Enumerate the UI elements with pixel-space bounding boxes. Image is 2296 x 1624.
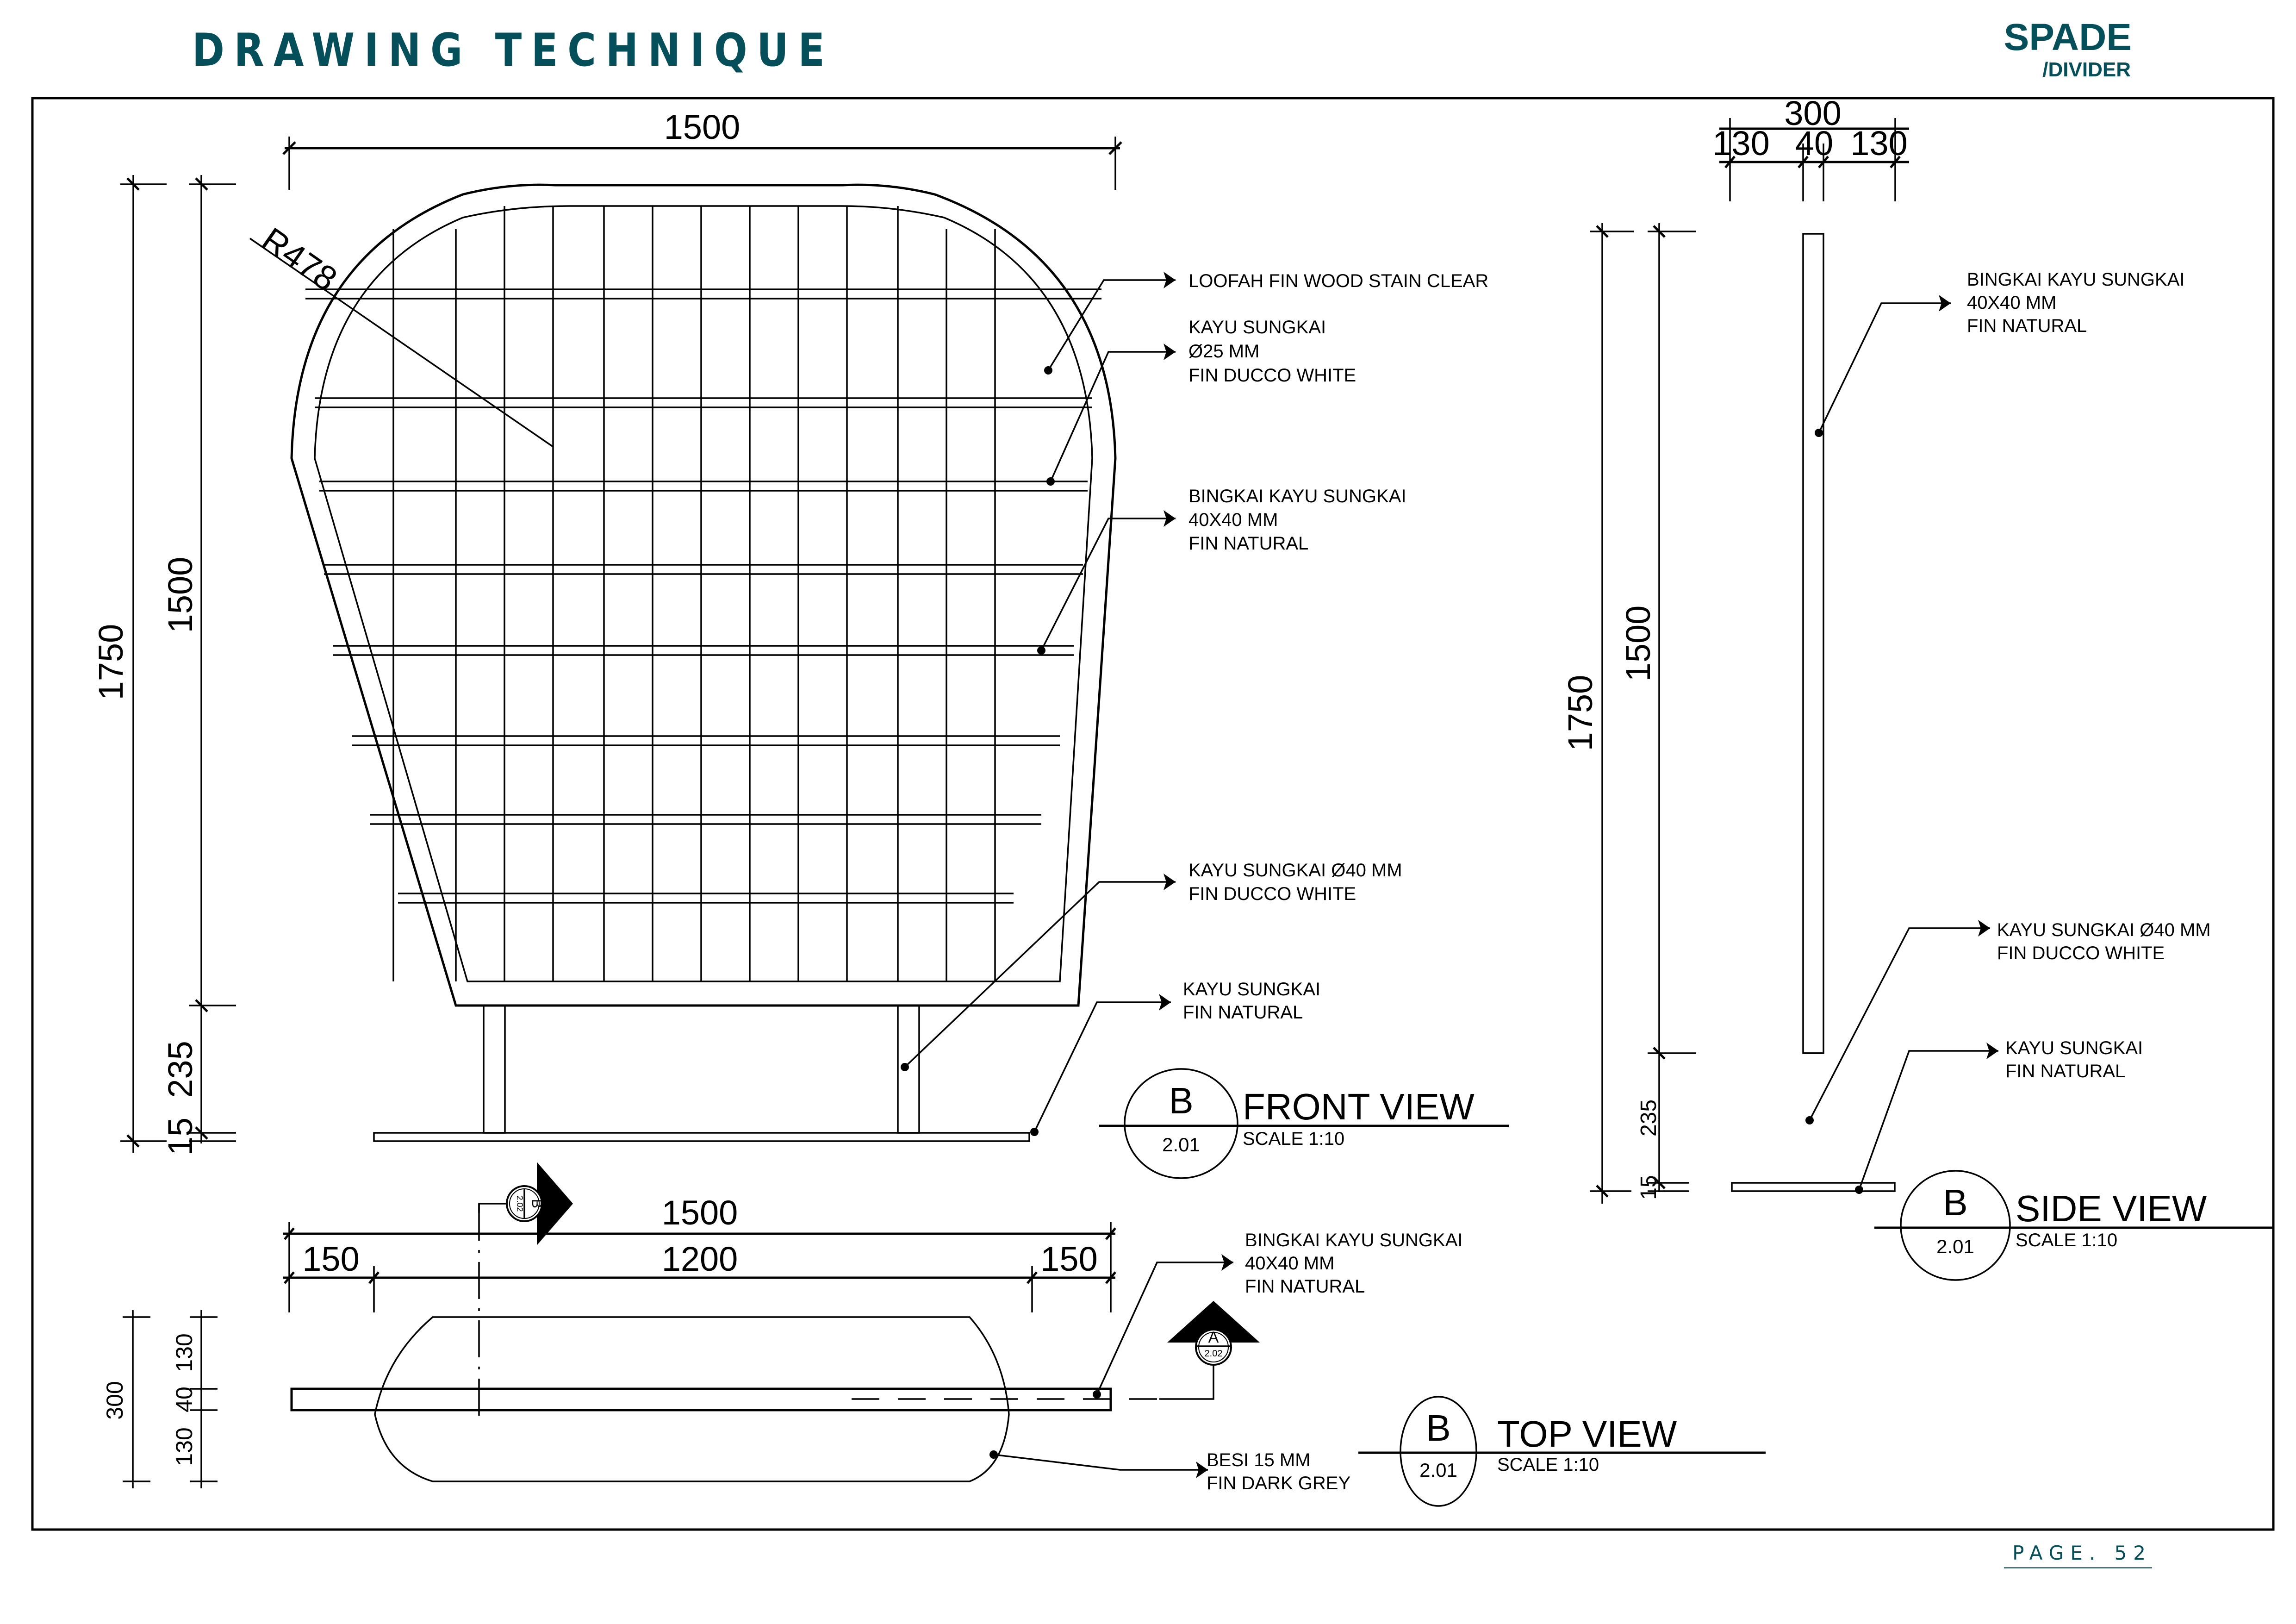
note-slat-line3: FIN DUCCO WHITE [1188, 365, 1356, 386]
vertical-slats [392, 206, 996, 981]
top-note-iron-line1: BESI 15 MM [1207, 1450, 1311, 1470]
front-tag-letter: B [1169, 1080, 1193, 1121]
left-leg [483, 1005, 506, 1134]
side-panel-height: 1500 [1619, 606, 1657, 682]
side-view-title-block: B 2.01 SIDE VIEW SCALE 1:10 [1874, 1170, 2273, 1281]
note-leg-line2: FIN DUCCO WHITE [1188, 884, 1356, 904]
side-note-base-line1: KAYU SUNGKAI [2005, 1038, 2143, 1058]
section-mark-b-sheet: 2.02 [515, 1195, 524, 1212]
side-total-height: 1750 [1561, 675, 1599, 751]
side-note-base-line2: FIN NATURAL [2005, 1061, 2125, 1081]
horizontal-slats [305, 288, 1101, 904]
front-notes: LOOFAH FIN WOOD STAIN CLEAR KAYU SUNGKAI… [1183, 271, 1488, 1023]
top-depth-mid: 40 [171, 1387, 197, 1412]
top-depth-top: 130 [171, 1333, 197, 1372]
side-note-frame-line2: 40X40 MM [1967, 293, 2056, 313]
note-slat-line2: Ø25 MM [1188, 341, 1259, 362]
side-tag-sheet: 2.01 [1936, 1236, 1974, 1257]
side-depth-right: 130 [1850, 124, 1907, 162]
side-base-thickness: 15 [1636, 1175, 1661, 1199]
side-view-scale: SCALE 1:10 [2016, 1230, 2117, 1250]
side-view-drawing [1590, 118, 1998, 1204]
top-view-title: TOP VIEW [1497, 1413, 1677, 1455]
section-mark-b-letter: B [529, 1199, 544, 1208]
brand-subtitle: /DIVIDER [2042, 58, 2131, 81]
front-view-scale: SCALE 1:10 [1243, 1129, 1344, 1149]
side-view-title: SIDE VIEW [2016, 1188, 2207, 1229]
top-note-iron-line2: FIN DARK GREY [1207, 1473, 1350, 1493]
top-width-right: 150 [1040, 1240, 1097, 1278]
side-depth-left: 130 [1712, 124, 1769, 162]
note-frame-line3: FIN NATURAL [1188, 533, 1308, 554]
top-note-frame-line2: 40X40 MM [1245, 1253, 1334, 1274]
top-notes: BINGKAI KAYU SUNGKAI 40X40 MM FIN NATURA… [1207, 1230, 1463, 1493]
side-note-frame-line3: FIN NATURAL [1967, 316, 2087, 336]
note-slat-line1: KAYU SUNGKAI [1188, 317, 1326, 337]
front-view-title-block: B 2.01 FRONT VIEW SCALE 1:10 [1099, 1068, 1509, 1179]
top-width-left: 150 [302, 1240, 359, 1278]
front-base-thickness: 15 [161, 1118, 199, 1156]
top-width-total: 1500 [662, 1193, 738, 1232]
radius-label: R478 [255, 220, 344, 298]
top-tag-letter: B [1426, 1407, 1450, 1449]
front-panel-height: 1500 [161, 557, 199, 633]
front-view-drawing: R478 1500 1750 1500 235 15 [92, 108, 1176, 1156]
side-note-leg-line2: FIN DUCCO WHITE [1997, 943, 2165, 963]
side-leg-height: 235 [1636, 1099, 1661, 1137]
front-leg-height: 235 [161, 1041, 199, 1098]
base-plate [373, 1132, 1030, 1142]
brand-name: SPADE [2004, 16, 2132, 58]
top-width-mid: 1200 [662, 1240, 738, 1278]
note-frame-line2: 40X40 MM [1188, 510, 1278, 530]
page-number: PAGE. 52 [2004, 1542, 2152, 1568]
side-note-leg-line1: KAYU SUNGKAI Ø40 MM [1997, 920, 2211, 940]
top-depth-bottom: 130 [171, 1427, 197, 1466]
sheet-border [31, 97, 2275, 1531]
front-vertical-dimensions [120, 175, 236, 1153]
top-tag-sheet: 2.01 [1419, 1459, 1457, 1481]
top-note-frame-line3: FIN NATURAL [1245, 1276, 1365, 1297]
right-leg [897, 1005, 920, 1134]
frame-outer [290, 183, 1117, 1007]
front-view-title: FRONT VIEW [1243, 1086, 1475, 1127]
top-view-title-block: B 2.01 TOP VIEW SCALE 1:10 [1358, 1396, 1766, 1507]
section-mark-a-sheet: 2.02 [1205, 1349, 1223, 1359]
side-tag-letter: B [1943, 1182, 1967, 1223]
note-base-line2: FIN NATURAL [1183, 1002, 1303, 1023]
top-depth-total: 300 [102, 1381, 128, 1419]
front-total-height: 1750 [92, 624, 130, 700]
note-loofah: LOOFAH FIN WOOD STAIN CLEAR [1188, 271, 1488, 291]
front-leaders [901, 272, 1176, 1136]
side-notes: BINGKAI KAYU SUNGKAI 40X40 MM FIN NATURA… [1967, 269, 2211, 1081]
front-tag-sheet: 2.01 [1162, 1134, 1200, 1156]
section-mark-a-letter: A [1208, 1329, 1219, 1346]
top-note-frame-line1: BINGKAI KAYU SUNGKAI [1245, 1230, 1463, 1250]
note-leg-line1: KAYU SUNGKAI Ø40 MM [1188, 860, 1402, 881]
radius-leader [249, 237, 554, 448]
frame-inner [314, 205, 1093, 982]
note-base-line1: KAYU SUNGKAI [1183, 979, 1320, 999]
side-depth-total: 300 [1784, 94, 1841, 132]
side-note-frame-line1: BINGKAI KAYU SUNGKAI [1967, 269, 2185, 290]
side-depth-mid: 40 [1795, 124, 1833, 162]
brand-block: SPADE /DIVIDER [2004, 17, 2132, 81]
note-frame-line1: BINGKAI KAYU SUNGKAI [1188, 486, 1406, 506]
top-view-drawing [123, 1162, 1260, 1488]
top-view-scale: SCALE 1:10 [1497, 1455, 1599, 1475]
page-title: DRAWING TECHNIQUE [192, 24, 834, 77]
front-width-dimension: 1500 [664, 108, 740, 146]
